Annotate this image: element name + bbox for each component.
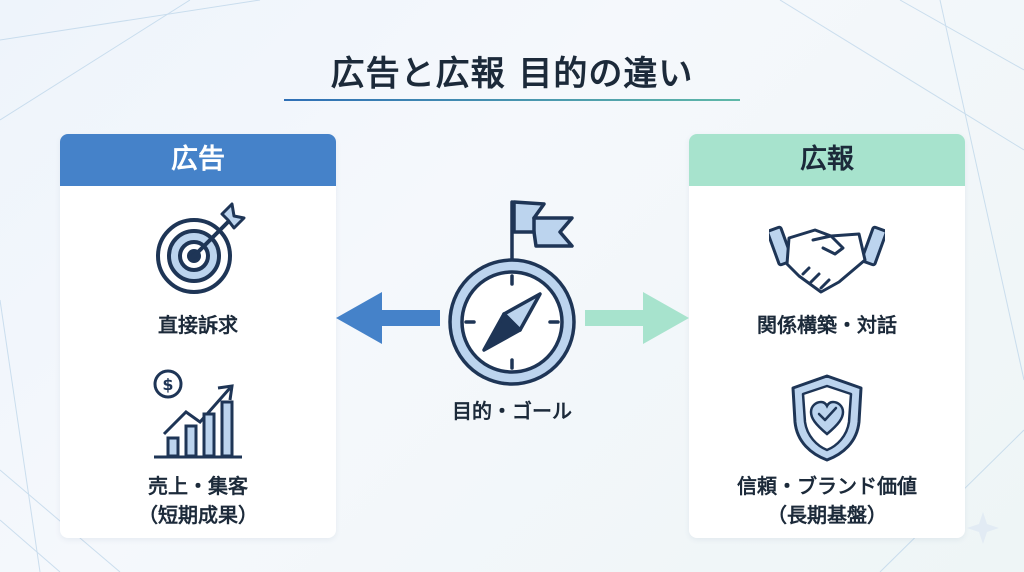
- target-arrow-icon: [156, 202, 246, 294]
- direct-appeal-label: 直接訴求: [158, 313, 238, 337]
- dollar-growth-chart-icon: $: [153, 369, 242, 459]
- shield-heart-icon: [791, 374, 863, 462]
- page-title: 広告と広報 目的の違い: [330, 54, 694, 94]
- right-arrow-icon: [585, 292, 689, 344]
- relationship-dialogue-label: 関係構築・対話: [757, 313, 897, 337]
- handshake-icon: [769, 225, 885, 294]
- public-relations-panel-header: 広報: [689, 134, 965, 186]
- sales-customers-label: 売上・集客: [148, 474, 248, 498]
- advertising-panel: 広告 直接訴求 $ 売上・集客 （短期成果）: [60, 134, 336, 538]
- short-term-results-label: （短期成果）: [138, 503, 258, 527]
- left-arrow-icon: [336, 292, 440, 344]
- goal-label: 目的・ゴール: [452, 399, 572, 423]
- long-term-foundation-label: （長期基盤）: [767, 503, 887, 527]
- compass-flag-icon: [448, 200, 576, 386]
- public-relations-panel: 広報 関係構築・対話 信頼・ブランド価値 （長期基盤）: [689, 134, 965, 538]
- svg-text:$: $: [162, 375, 173, 394]
- title-underline: [284, 99, 740, 101]
- advertising-panel-header: 広告: [60, 134, 336, 186]
- trust-brand-value-label: 信頼・ブランド価値: [737, 474, 917, 498]
